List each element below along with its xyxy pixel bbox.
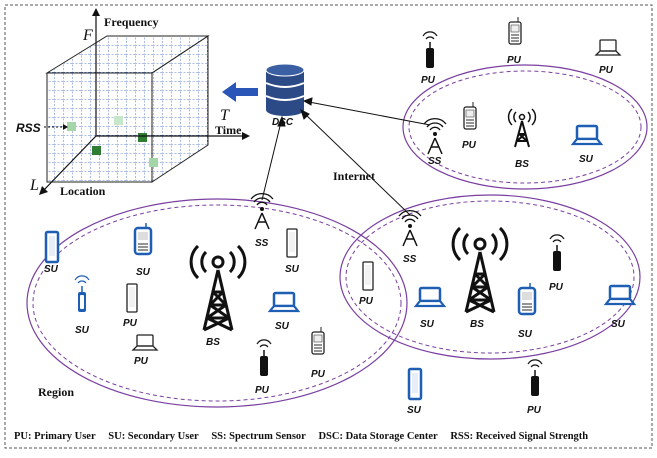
pu-label: PU bbox=[255, 385, 269, 396]
secondary-user-laptop-icon bbox=[268, 291, 300, 313]
legend-su: SU: Secondary User bbox=[108, 431, 199, 442]
pu-label: PU bbox=[421, 75, 435, 86]
pu-label: PU bbox=[123, 318, 137, 329]
pu-label: PU bbox=[527, 405, 541, 416]
su-label: SU bbox=[75, 325, 89, 336]
frequency-axis-label: Frequency bbox=[104, 15, 159, 29]
primary-user-phone-icon bbox=[311, 326, 325, 355]
pu-label: PU bbox=[549, 282, 563, 293]
location-symbol: L bbox=[30, 177, 39, 194]
pu-label: PU bbox=[462, 140, 476, 151]
legend-rss: RSS: Received Signal Strength bbox=[450, 431, 589, 442]
region-right bbox=[339, 194, 641, 360]
primary-user-tablet-icon bbox=[126, 283, 138, 313]
dsc-to-cube-arrow bbox=[222, 82, 258, 102]
ss-label: SS bbox=[428, 156, 442, 167]
region-left bbox=[26, 198, 408, 408]
legend-dsc: DSC: Data Storage Center bbox=[318, 431, 438, 442]
primary-user-phone-icon bbox=[508, 16, 522, 45]
pu-label: PU bbox=[134, 356, 148, 367]
rss-cell-dark bbox=[138, 133, 147, 142]
legend: PU: Primary User SU: Secondary User SS: … bbox=[14, 431, 644, 442]
pu-label: PU bbox=[359, 296, 373, 307]
base-station-icon bbox=[507, 108, 537, 148]
primary-user-laptop-icon bbox=[132, 334, 158, 351]
rss-label: RSS bbox=[16, 121, 41, 135]
secondary-user-tablet-icon bbox=[407, 367, 423, 401]
frequency-symbol: F bbox=[83, 27, 93, 44]
primary-user-laptop-icon bbox=[595, 39, 621, 56]
su-label: SU bbox=[275, 321, 289, 332]
spectrum-cube bbox=[39, 8, 250, 195]
secondary-user-laptop-icon bbox=[571, 124, 603, 146]
secondary-user-laptop-icon bbox=[604, 284, 636, 306]
legend-pu: PU: Primary User bbox=[14, 431, 96, 442]
location-axis-label: Location bbox=[60, 184, 106, 198]
base-station-icon bbox=[451, 226, 509, 314]
rss-cell-pale bbox=[114, 116, 123, 125]
pu-label: PU bbox=[599, 65, 613, 76]
secondary-user-tablet-icon bbox=[44, 230, 60, 264]
rss-cell-light bbox=[149, 158, 158, 167]
sensor-links bbox=[261, 97, 431, 216]
time-axis-label: Time bbox=[215, 123, 242, 137]
legend-ss: SS: Spectrum Sensor bbox=[211, 431, 306, 442]
primary-user-tablet-icon bbox=[362, 261, 374, 291]
su-label: SU bbox=[136, 267, 150, 278]
base-station-icon bbox=[189, 244, 247, 332]
location-axis bbox=[41, 135, 97, 193]
region-label: Region bbox=[38, 385, 74, 399]
pu-label: PU bbox=[311, 369, 325, 380]
primary-user-antenna-icon bbox=[256, 339, 272, 377]
bs-label: BS bbox=[470, 319, 484, 330]
primary-user-phone-icon bbox=[463, 101, 477, 130]
secondary-user-phone-icon bbox=[133, 221, 153, 256]
su-label: SU bbox=[44, 264, 58, 275]
primary-user-antenna-icon bbox=[549, 234, 565, 272]
su-label: SU bbox=[407, 405, 421, 416]
su-label: SU bbox=[611, 319, 625, 330]
dsc-database-icon bbox=[265, 63, 305, 116]
primary-user-antenna-icon bbox=[527, 359, 543, 397]
bs-label: BS bbox=[206, 337, 220, 348]
su-label: SU bbox=[420, 319, 434, 330]
primary-user-tablet-icon bbox=[286, 228, 298, 258]
rss-cell-dark bbox=[92, 146, 101, 155]
region-top-right bbox=[402, 64, 648, 190]
primary-user-antenna-icon bbox=[422, 31, 438, 69]
rss-cell-light bbox=[67, 122, 76, 131]
su-label: SU bbox=[518, 329, 532, 340]
spectrum-sensor-icon bbox=[423, 117, 447, 155]
secondary-user-antenna-icon bbox=[74, 275, 90, 313]
spectrum-sensor-icon bbox=[398, 209, 422, 247]
pu-label: PU bbox=[507, 55, 521, 66]
time-symbol: T bbox=[220, 107, 229, 124]
su-label: SU bbox=[285, 264, 299, 275]
secondary-user-phone-icon bbox=[517, 281, 537, 316]
internet-label: Internet bbox=[333, 169, 375, 183]
ss-label: SS bbox=[255, 238, 269, 249]
ss-label: SS bbox=[403, 254, 417, 265]
cube-front-face bbox=[46, 72, 153, 183]
su-label: SU bbox=[579, 154, 593, 165]
bs-label: BS bbox=[515, 159, 529, 170]
secondary-user-laptop-icon bbox=[414, 286, 446, 308]
dsc-label: DSC bbox=[272, 117, 294, 128]
